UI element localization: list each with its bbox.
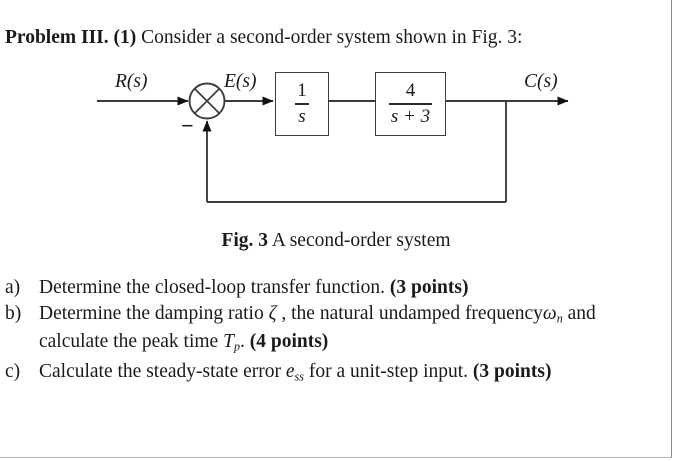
question-b-line-2: calculate the peak time Tp. (4 points) <box>5 330 677 359</box>
negative-feedback-sign: − <box>181 113 194 138</box>
steady-state-error-subscript: ss <box>294 369 304 384</box>
transfer-block-integrator: 1 s <box>275 72 329 136</box>
question-item-b: b) Determine the damping ratio ζ , the n… <box>5 302 677 360</box>
question-b-line2-part1: calculate the peak time <box>39 331 224 353</box>
plant-denominator: s + 3 <box>390 105 431 127</box>
integrator-fraction-bar <box>295 103 309 105</box>
damping-ratio-symbol: ζ <box>268 302 277 324</box>
question-c-marker: c) <box>5 361 21 383</box>
question-b-part1: Determine the damping ratio <box>39 302 269 324</box>
natural-frequency-symbol: ω <box>542 302 557 324</box>
figure-title: A second-order system <box>268 230 451 251</box>
question-c-part1: Calculate the steady-state error <box>39 361 286 383</box>
fraction-plant: 4 s + 3 <box>387 79 434 128</box>
question-b-marker: b) <box>5 302 22 324</box>
steady-state-error-symbol: e <box>285 361 295 383</box>
question-b-part3: and <box>562 302 596 324</box>
question-item-a: a) Determine the closed-loop transfer fu… <box>5 276 677 301</box>
peak-time-subscript: p <box>233 339 240 354</box>
natural-frequency-subscript: n <box>556 310 563 325</box>
question-c-text: Calculate the steady-state error ess for… <box>5 360 677 389</box>
question-list: a) Determine the closed-loop transfer fu… <box>5 276 677 390</box>
question-c-part2: for a unit-step input. <box>303 361 473 383</box>
block-diagram: R(s) E(s) C(s) − 1 s 4 s + 3 <box>0 55 680 215</box>
question-a-body: Determine the closed-loop transfer funct… <box>39 277 390 298</box>
transfer-block-plant: 4 s + 3 <box>375 72 446 136</box>
question-a-text: Determine the closed-loop transfer funct… <box>5 276 677 301</box>
integrator-denominator: s <box>298 105 306 127</box>
output-signal-label: C(s) <box>524 71 558 92</box>
block-diagram-svg <box>97 82 569 203</box>
question-b-points: (4 points) <box>249 331 329 353</box>
question-b-line2-part2: . <box>239 331 250 353</box>
figure-number: Fig. 3 <box>221 230 269 251</box>
fraction-integrator: 1 s <box>293 79 311 128</box>
plant-fraction-bar <box>388 103 433 105</box>
figure-caption: Fig. 3 A second-order system <box>0 230 672 252</box>
peak-time-symbol: T <box>223 331 234 353</box>
problem-number: Problem III. (1) <box>5 27 137 48</box>
question-a-points: (3 points) <box>389 277 469 298</box>
input-signal-label: R(s) <box>115 71 148 92</box>
question-b-line-1: Determine the damping ratio ζ , the natu… <box>5 302 677 331</box>
question-b-part2: , the natural undamped frequency <box>276 302 543 324</box>
plant-numerator: 4 <box>405 79 416 101</box>
integrator-numerator: 1 <box>297 79 307 101</box>
problem-statement: Consider a second-order system shown in … <box>136 27 523 48</box>
question-item-c: c) Calculate the steady-state error ess … <box>5 360 677 389</box>
problem-heading: Problem III. (1) Consider a second-order… <box>5 26 522 49</box>
summing-junction-cross-b <box>193 87 221 115</box>
question-a-marker: a) <box>5 277 21 298</box>
error-signal-label: E(s) <box>224 71 257 92</box>
question-c-points: (3 points) <box>472 361 552 383</box>
